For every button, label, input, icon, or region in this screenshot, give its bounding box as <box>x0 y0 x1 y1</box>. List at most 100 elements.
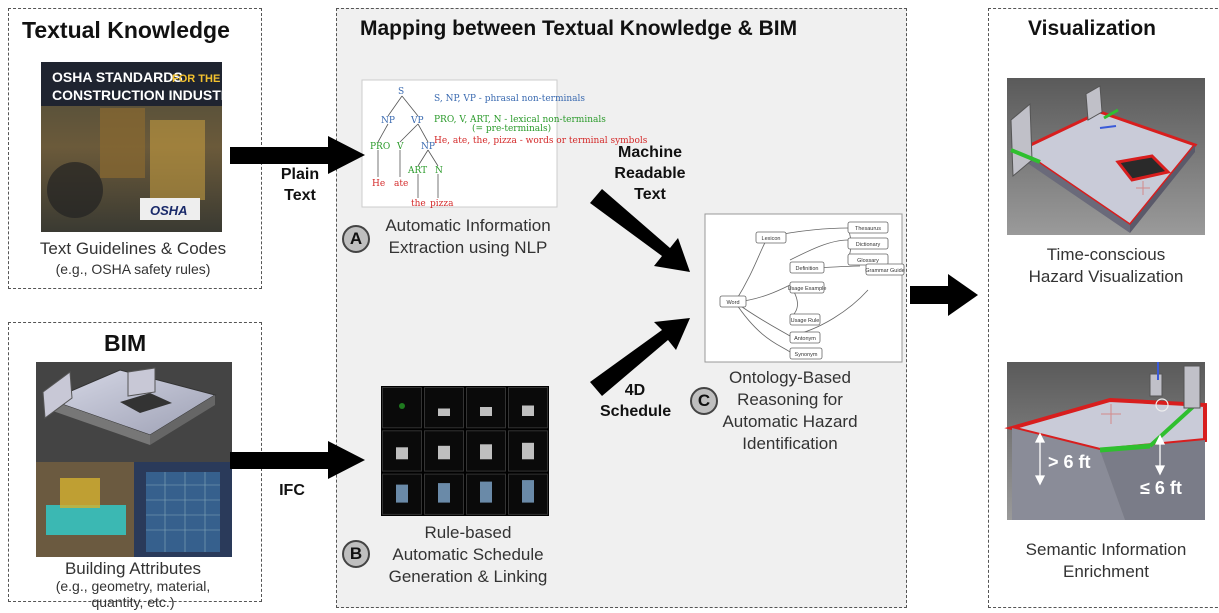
schedule-snapshot <box>480 407 492 416</box>
ontology-node-box <box>789 347 823 360</box>
step-a-badge: A <box>342 225 370 253</box>
bim-model-image <box>36 362 232 557</box>
step-a-caption-2: Extraction using NLP <box>388 238 548 257</box>
bim-caption-3: quantity, etc.) <box>91 594 175 610</box>
schedule-snapshot <box>480 444 492 460</box>
plain-text-label-1: Plain <box>280 166 320 183</box>
tree-word-the: the <box>411 199 426 209</box>
schedule-snapshot <box>480 481 492 503</box>
tree-legend-2b: (= pre-terminals) <box>472 123 551 134</box>
textual-knowledge-title: Textual Knowledge <box>22 17 230 43</box>
arrow-ifc <box>230 441 365 479</box>
vis-top-caption-2: Hazard Visualization <box>1028 267 1184 286</box>
ontology-node-label: Usage Rule <box>791 318 820 324</box>
tree-node-v: V <box>396 142 404 152</box>
tree-node-vp: VP <box>410 116 424 126</box>
semantic-enrichment-image: > 6 ft ≤ 6 ft <box>1004 362 1207 520</box>
tree-node-s: S <box>398 87 404 97</box>
ontology-node-box <box>755 231 787 244</box>
tree-word-he: He <box>372 179 385 189</box>
nlp-parse-tree-image: S NP VP PRO V NP ART N He ate the pizza … <box>361 79 648 209</box>
ontology-node-label: Synonym <box>795 352 818 358</box>
machine-readable-label-1: Machine <box>617 144 682 161</box>
book-line1b: FOR THE <box>172 73 220 85</box>
step-a-caption-1: Automatic Information <box>385 216 551 235</box>
step-b-caption-1: Rule-based <box>424 523 512 542</box>
schedule-snapshot <box>396 447 408 460</box>
schedule-snapshot <box>438 408 450 416</box>
schedule-snapshot <box>522 405 534 416</box>
tree-legend-1: S, NP, VP - phrasal non-terminals <box>434 94 585 104</box>
step-c-caption-3: Automatic Hazard <box>722 412 858 431</box>
tree-word-pizza: pizza <box>430 199 454 209</box>
bim-caption-2: (e.g., geometry, material, <box>55 578 211 594</box>
tree-legend-2: PRO, V, ART, N - lexical non-terminals <box>434 115 606 125</box>
book-line2: CONSTRUCTION INDUSTRY <box>52 87 240 103</box>
tree-word-ate: ate <box>394 179 408 189</box>
step-b-caption-3: Generation & Linking <box>388 567 548 586</box>
vis-top-caption-1: Time-conscious <box>1046 245 1166 264</box>
arrow-plain-text <box>230 136 365 174</box>
schedule-snapshot <box>438 483 450 503</box>
height-label-gt-6ft: > 6 ft <box>1048 452 1091 472</box>
ifc-label: IFC <box>279 482 305 499</box>
schedule-cell <box>424 387 464 429</box>
mapping-title: Mapping between Textual Knowledge & BIM <box>360 17 798 40</box>
ontology-node-label: Glossary <box>857 258 879 264</box>
schedule-snapshot <box>522 480 534 503</box>
osha-book-image: OSHA STANDARDS FOR THE CONSTRUCTION INDU… <box>41 62 240 232</box>
hazard-visualization-image <box>1007 78 1205 235</box>
ontology-node-box <box>847 221 889 234</box>
ontology-node-box <box>789 281 825 294</box>
tree-node-np: NP <box>381 116 395 126</box>
step-b-caption-2: Automatic Schedule <box>392 545 544 564</box>
ontology-node-box <box>789 261 825 274</box>
tree-node-art: ART <box>407 166 427 176</box>
ontology-node-label: Dictionary <box>856 242 881 248</box>
ontology-node-box <box>719 295 747 308</box>
ontology-node-box <box>865 263 905 276</box>
osha-logo: OSHA <box>150 203 188 218</box>
vis-bottom-caption-2: Enrichment <box>1063 562 1149 581</box>
ontology-node-box <box>847 237 889 250</box>
ontology-node-box <box>789 313 821 326</box>
ontology-node-label: Antonym <box>794 336 816 342</box>
schedule-4d-image <box>381 386 549 516</box>
schedule-snapshot <box>399 403 405 409</box>
step-c-caption-1: Ontology-Based <box>729 368 851 387</box>
book-line1: OSHA STANDARDS <box>52 69 183 85</box>
tree-legend-3: He, ate, the, pizza - words or terminal … <box>434 136 648 146</box>
schedule-snapshot <box>438 445 450 460</box>
arrow-4d-schedule <box>590 318 690 396</box>
ontology-node-label: Grammar Guide <box>865 268 904 274</box>
machine-readable-label-3: Text <box>634 186 666 203</box>
bim-title: BIM <box>104 330 147 356</box>
ontology-node-label: Word <box>726 300 739 306</box>
ontology-node-label: Definition <box>796 266 819 272</box>
schedule-snapshot <box>522 442 534 460</box>
step-b-badge: B <box>342 540 370 568</box>
schedule-snapshot <box>396 484 408 503</box>
machine-readable-label-2: Readable <box>614 165 686 182</box>
arrow-to-visualization <box>910 274 978 316</box>
height-label-le-6ft: ≤ 6 ft <box>1140 478 1182 498</box>
tree-node-np2: NP <box>421 142 435 152</box>
visualization-title: Visualization <box>1028 17 1156 40</box>
vis-bottom-caption-1: Semantic Information <box>1025 540 1187 559</box>
ontology-node-label: Thesaurus <box>855 226 881 232</box>
ontology-node-label: Usage Example <box>788 286 827 292</box>
step-c-caption-4: Identification <box>742 434 838 453</box>
ontology-node-box <box>789 331 821 344</box>
step-c-caption-2: Reasoning for <box>737 390 843 409</box>
arrow-machine-readable <box>590 189 690 272</box>
schedule-4d-label-2: Schedule <box>600 403 672 420</box>
plain-text-label-2: Text <box>284 187 316 204</box>
tree-node-pro: PRO <box>370 142 390 152</box>
textual-caption-2: (e.g., OSHA safety rules) <box>55 261 211 277</box>
ontology-node-label: Lexicon <box>762 236 781 242</box>
tree-node-n: N <box>435 166 443 176</box>
schedule-4d-label-1: 4D <box>624 382 646 399</box>
bim-caption-1: Building Attributes <box>64 559 202 578</box>
textual-caption-1: Text Guidelines & Codes <box>39 239 227 258</box>
